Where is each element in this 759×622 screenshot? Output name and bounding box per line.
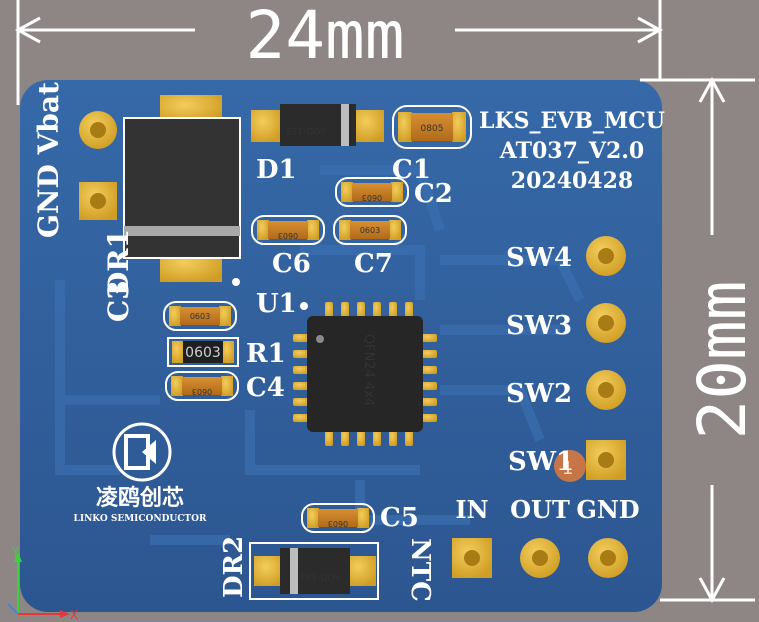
c3-ref: C3 <box>102 280 135 322</box>
u1-pin-top <box>405 302 413 318</box>
u1-pin-bottom <box>341 430 349 446</box>
r1-body <box>183 341 223 363</box>
u1-pin-right <box>421 350 437 358</box>
board-version: AT037_V2.0 <box>499 138 645 164</box>
cap-0603-package-label: 0603 <box>190 312 210 321</box>
c2-package-label: 0603 <box>362 193 382 202</box>
u1-pin-left <box>293 382 309 390</box>
c6-body <box>268 221 308 239</box>
u1-pin-bottom <box>389 430 397 446</box>
u1-pin-top <box>389 302 397 318</box>
u1-pin-left <box>293 366 309 374</box>
pin1-label: 1 <box>562 458 573 479</box>
c7-body <box>350 221 390 239</box>
c4-body <box>182 377 222 395</box>
u1-pins <box>293 302 437 446</box>
board-date: 20240428 <box>511 168 633 194</box>
c4-package-label: 0603 <box>192 387 212 396</box>
dr1-package-label: SMB <box>153 141 191 211</box>
c4-ref: C4 <box>246 373 285 403</box>
c5-package-label: 0603 <box>328 519 348 528</box>
c2-body <box>352 183 392 201</box>
c2-ref: C2 <box>414 179 453 209</box>
c6-package-label: 0603 <box>278 231 298 240</box>
pin1-marker <box>554 450 586 482</box>
gnd-header-label: GND <box>576 495 639 524</box>
u1-pin-right <box>421 382 437 390</box>
dr2-ref: DR2 <box>219 536 249 598</box>
r1-ref: R1 <box>246 339 286 369</box>
u1-pin-top <box>325 302 333 318</box>
board-name: LKS_EVB_MCU <box>479 108 665 134</box>
u1-ref: U1 <box>256 289 297 319</box>
c1-body <box>411 113 453 141</box>
u1-package-label: QFN24 4x4 <box>361 334 376 406</box>
u1-pin-top <box>341 302 349 318</box>
dimension-lines <box>14 0 755 604</box>
u1-pin-left <box>293 334 309 342</box>
cap-0603-body <box>180 307 220 325</box>
ntc-label: NTC <box>405 538 435 602</box>
sw2-label: SW2 <box>506 379 572 409</box>
axis-x-label: X <box>70 608 78 622</box>
u1-qfn-body <box>307 316 423 432</box>
u1-pin-right <box>421 414 437 422</box>
width-dimension: 24mm <box>246 0 405 74</box>
gnd-vbat-label: GND Vbat <box>32 82 65 238</box>
u1-pin-bottom <box>357 430 365 446</box>
sw4-label: SW4 <box>506 243 572 273</box>
u1-pin-bottom <box>325 430 333 446</box>
height-dimension: 20mm <box>684 281 759 440</box>
c7-ref: C7 <box>354 249 393 279</box>
in-label: IN <box>455 495 488 524</box>
c5-body <box>318 509 358 527</box>
out-label: OUT <box>510 495 570 524</box>
axis-y-label: Y <box>11 545 20 559</box>
u1-pin-right <box>421 334 437 342</box>
c6-ref: C6 <box>272 249 311 279</box>
logo-name: 凌鸥创芯 <box>96 485 184 511</box>
c7-package-label: 0603 <box>360 226 380 235</box>
u1-pin-right <box>421 398 437 406</box>
r1-package-label: 0603 <box>185 345 221 361</box>
copper-traces <box>55 165 585 545</box>
logo-subtitle: LINKO SEMICONDUCTOR <box>74 514 207 524</box>
d1-ref: D1 <box>256 155 297 185</box>
c1-package-label: 0805 <box>421 124 444 134</box>
sw1-label: SW1 <box>508 447 574 477</box>
u1-pin-top <box>357 302 365 318</box>
u1-pin-left <box>293 350 309 358</box>
sw3-label: SW3 <box>506 311 572 341</box>
u1-pin-right <box>421 366 437 374</box>
gnd-label: GND <box>32 164 65 238</box>
dr1-ref: DR1 <box>102 229 135 296</box>
u1-pin-left <box>293 398 309 406</box>
axis-gizmo <box>7 552 70 618</box>
u1-pin-top <box>373 302 381 318</box>
u1-pin-bottom <box>373 430 381 446</box>
d1-package-label: SOD-123 <box>286 125 326 135</box>
c1-ref: C1 <box>392 155 431 185</box>
linko-logo <box>112 422 172 482</box>
u1-pin-left <box>293 414 309 422</box>
u1-pin-bottom <box>405 430 413 446</box>
vbat-label: Vbat <box>32 82 65 155</box>
dr2-package-label: SOD-123 <box>300 571 340 581</box>
c5-ref: C5 <box>380 503 419 533</box>
